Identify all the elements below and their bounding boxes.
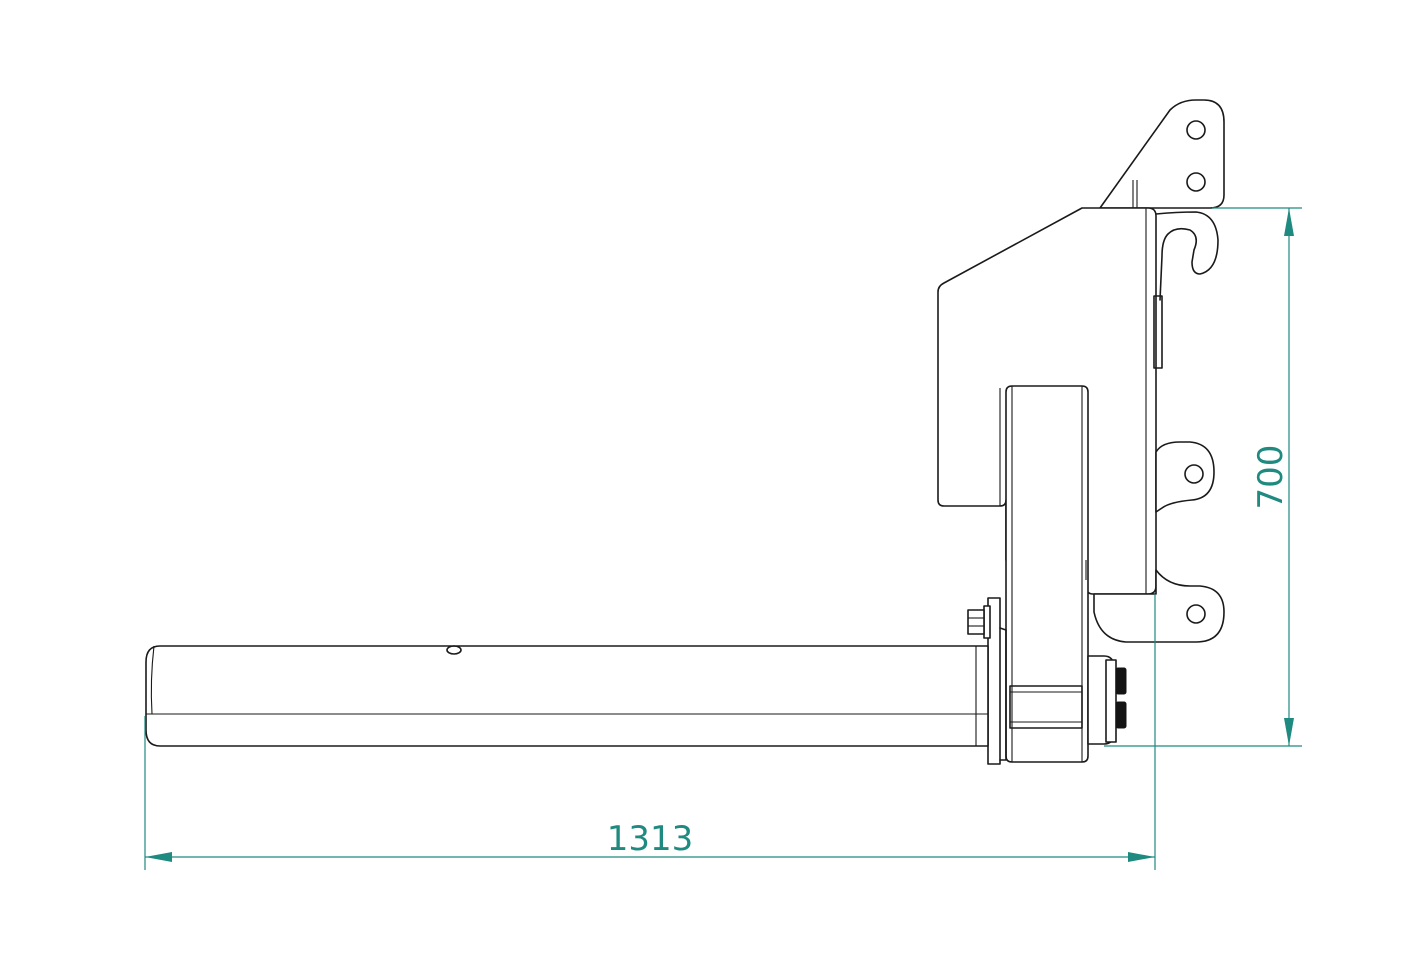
clamp-block <box>1087 655 1127 745</box>
ear-hole-bottom <box>1186 172 1206 192</box>
width-dimension: 1313 <box>144 594 1156 870</box>
horizontal-shaft <box>145 645 989 747</box>
width-dimension-label: 1313 <box>607 819 694 859</box>
height-dimension: 700 <box>1104 207 1302 747</box>
top-hook <box>1153 211 1219 369</box>
bolt-assembly <box>967 597 1007 765</box>
lower-ear-hole <box>1186 604 1206 624</box>
nut-bottom <box>1115 701 1127 729</box>
upper-mounting-ear <box>1099 99 1225 209</box>
middle-mounting-ear <box>1155 441 1215 513</box>
ear-hole-top <box>1186 120 1206 140</box>
vertical-arm <box>1005 385 1089 763</box>
height-dimension-label: 700 <box>1251 445 1291 510</box>
shaft-pin-hole <box>446 645 462 655</box>
arm-square-tube <box>1009 685 1083 729</box>
lower-mounting-ear <box>1093 569 1225 643</box>
nut-top <box>1115 667 1127 695</box>
middle-ear-hole <box>1184 464 1204 484</box>
